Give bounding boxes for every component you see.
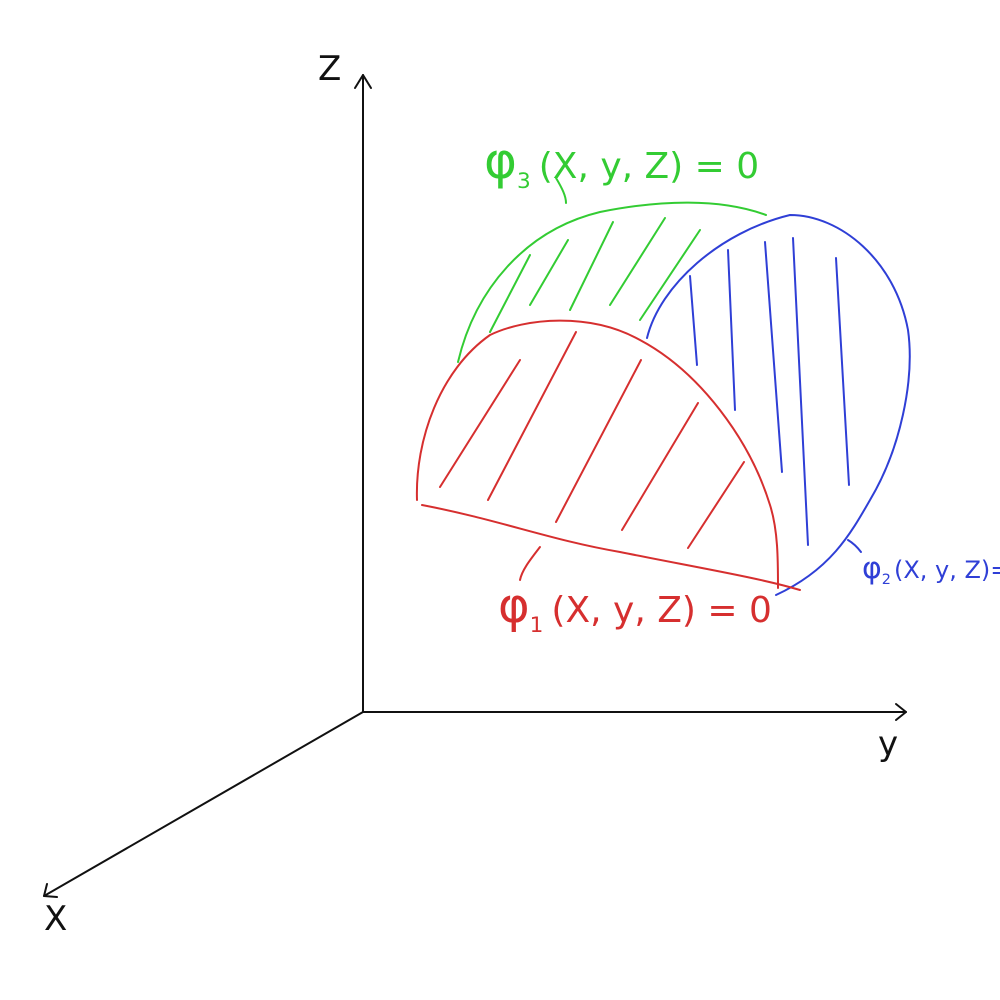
surface-phi3-hatch-line: [639, 229, 701, 321]
y-axis-label: y: [878, 724, 898, 764]
surface-phi2-label: φ2(X, y, Z)=0: [862, 551, 1000, 588]
z-axis-label: Z: [318, 49, 341, 89]
surface-phi1: [415, 319, 801, 591]
coordinate-axes: Z y X: [43, 49, 907, 939]
surface-phi1-label: φ1 (X, y, Z) = 0: [498, 578, 772, 638]
surface-phi3-label-subscript: 3: [517, 169, 531, 194]
surface-phi2-hatch-line: [727, 249, 736, 411]
surface-phi1-hatch-line: [555, 359, 642, 523]
surface-phi1-hatch-line: [487, 331, 577, 501]
surface-phi1-hatch-line: [439, 359, 521, 488]
surface-phi3-hatch-line: [529, 239, 569, 306]
surface-phi3-hatch-line: [569, 221, 614, 311]
surface-phi3-label-symbol: φ: [484, 132, 517, 190]
surface-phi2-hatch-line: [835, 257, 850, 486]
surface-phi3-hatch-line: [489, 254, 531, 333]
surface-phi2-leader: [847, 539, 862, 553]
surface-phi2-hatch-line: [689, 275, 698, 366]
x-axis-label: X: [44, 899, 67, 939]
surface-phi1-hatching: [439, 331, 745, 549]
surface-phi1-leader: [519, 546, 541, 581]
surface-phi3-hatch-line: [609, 217, 666, 306]
surface-phi2-label-args: (X, y, Z)=0: [894, 556, 1000, 584]
surface-phi3-leader: [555, 177, 567, 204]
surface-phi3-outline: [457, 201, 767, 363]
surface-phi1-label-symbol: φ: [498, 578, 530, 634]
surface-phi2-label-subscript: 2: [882, 572, 891, 588]
x-axis-arrowhead: [43, 883, 58, 898]
y-axis-arrowhead: [895, 703, 907, 721]
surface-phi3-label: φ3 (X, y, Z) = 0: [484, 132, 759, 194]
surface-phi2-hatching: [689, 237, 850, 546]
surface-phi1-arc: [415, 319, 779, 589]
surface-phi3: [457, 177, 767, 363]
z-axis-arrowhead: [354, 74, 372, 89]
surface-phi2-label-symbol: φ: [862, 551, 882, 586]
surface-phi3-label-args: (X, y, Z) = 0: [539, 146, 759, 187]
surface-phi2-outline: [646, 214, 911, 596]
surface-phi1-hatch-line: [687, 461, 745, 549]
surface-phi1-hatch-line: [621, 402, 699, 531]
surface-phi3-hatching: [489, 217, 701, 333]
surface-phi2-hatch-line: [792, 237, 809, 546]
x-axis: [43, 711, 364, 897]
surface-phi1-label-subscript: 1: [530, 613, 544, 638]
surface-phi1-label-args: (X, y, Z) = 0: [551, 590, 771, 631]
surface-phi2-hatch-line: [764, 241, 783, 473]
surface-phi2: [646, 214, 911, 596]
surface-phi1-base: [421, 504, 801, 591]
